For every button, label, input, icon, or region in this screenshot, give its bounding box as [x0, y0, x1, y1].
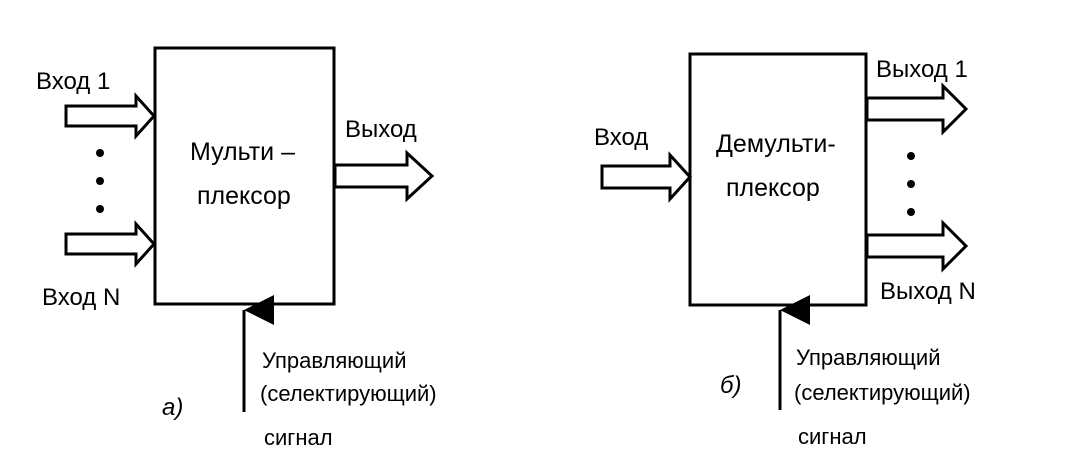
demux-block-title-line1: Демульти- — [716, 130, 836, 158]
mux-block — [153, 46, 336, 306]
mux-input-last-label: Вход N — [42, 284, 121, 311]
demux-input-label: Вход — [594, 124, 649, 151]
demux-input-arrow-icon — [600, 151, 693, 203]
mux-control-label-line3: сигнал — [264, 425, 333, 450]
demux-control-label-line3: сигнал — [798, 424, 867, 449]
demux-output-first-label: Выход 1 — [876, 56, 968, 83]
mux-input-first-label: Вход 1 — [36, 68, 111, 95]
mux-inputs-ellipsis-icon — [96, 149, 104, 213]
demux-block-title-line2: плексор — [726, 174, 820, 202]
mux-control-label-line1: Управляющий — [262, 348, 407, 373]
demux-outputs-ellipsis-icon — [907, 152, 915, 216]
mux-output-arrow-icon — [333, 149, 435, 203]
mux-input-1-arrow-icon — [64, 92, 157, 140]
demux-output-1-arrow-icon — [865, 82, 969, 136]
demux-control-label-line1: Управляющий — [796, 345, 941, 370]
mux-output-label: Выход — [345, 116, 417, 143]
demux-control-label-line2: (селектирующий) — [794, 380, 971, 405]
mux-input-n-arrow-icon — [64, 220, 157, 268]
demux-output-last-label: Выход N — [880, 278, 976, 305]
demux-output-n-arrow-icon — [865, 219, 969, 273]
mux-control-label-line2: (селектирующий) — [260, 381, 437, 406]
mux-block-title-line1: Мульти – — [190, 138, 295, 166]
demux-block — [688, 52, 868, 307]
mux-block-title-line2: плексор — [197, 182, 291, 210]
mux-caption: a) — [162, 394, 184, 421]
demux-caption: б) — [720, 372, 742, 399]
